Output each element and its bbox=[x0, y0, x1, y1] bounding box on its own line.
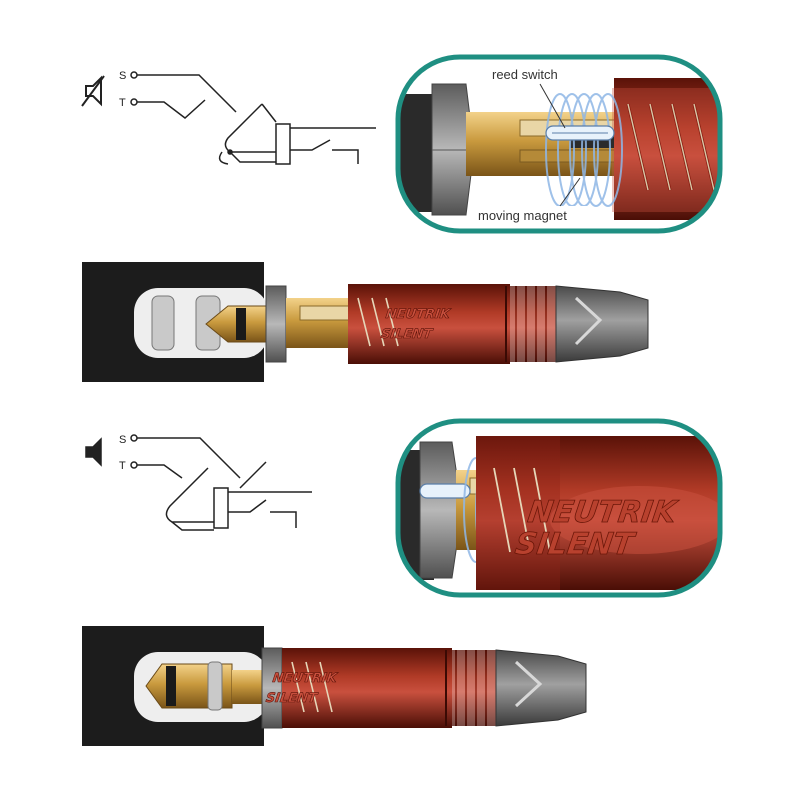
pin-t-label: T bbox=[119, 460, 126, 472]
switch-contacts bbox=[130, 71, 376, 165]
strain-relief-boot bbox=[555, 285, 649, 363]
brand-silent: SILENT bbox=[380, 327, 434, 342]
speaker-muted-icon bbox=[81, 75, 105, 107]
switch-contacts bbox=[130, 434, 312, 531]
bottom-connector: NEUTRIK SILENT bbox=[82, 626, 587, 746]
reed-switch bbox=[419, 483, 471, 499]
bottom-callout: NEUTRIK SILENT bbox=[395, 418, 723, 598]
reed-switch-label: reed switch bbox=[492, 67, 558, 82]
strain-relief-boot bbox=[495, 649, 587, 727]
brand-neutrik: NEUTRIK bbox=[385, 307, 452, 322]
callout-frame bbox=[395, 54, 723, 234]
pin-t-label: T bbox=[119, 97, 126, 109]
callout-frame bbox=[395, 418, 723, 598]
moving-magnet-label: moving magnet bbox=[478, 208, 567, 223]
brand-neutrik: NEUTRIK bbox=[526, 495, 681, 530]
pin-s-label: S bbox=[119, 434, 126, 446]
bottom-schematic: S T bbox=[85, 434, 312, 531]
brand-silent: SILENT bbox=[513, 527, 638, 562]
speaker-icon bbox=[85, 437, 102, 467]
brand-neutrik: NEUTRIK bbox=[272, 671, 339, 686]
brand-silent: SILENT bbox=[265, 691, 319, 706]
top-connector: NEUTRIK SILENT bbox=[82, 262, 649, 382]
top-schematic: S T bbox=[81, 70, 376, 165]
pin-s-label: S bbox=[119, 70, 126, 82]
top-callout: reed switch moving magnet bbox=[395, 54, 723, 234]
